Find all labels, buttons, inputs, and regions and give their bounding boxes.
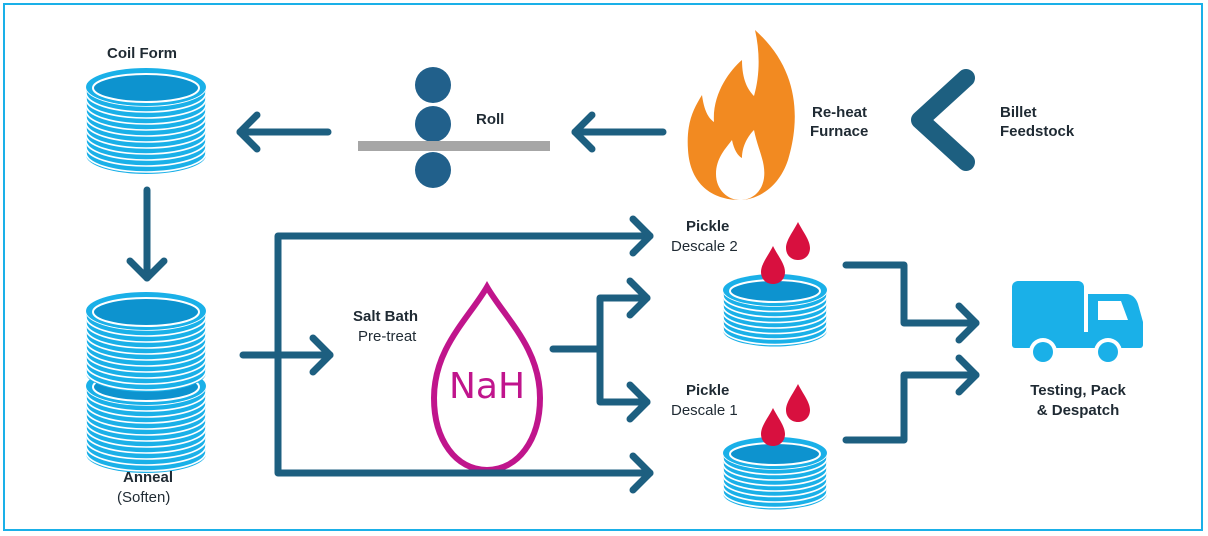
despatch-line2: & Despatch <box>1036 402 1120 419</box>
roll-title: Roll <box>476 111 505 128</box>
coil-form-title: Coil Form <box>107 45 177 62</box>
acid-drops-icon <box>761 222 810 446</box>
furnace-title: Re-heat <box>812 104 868 121</box>
arrow-pickle2-to-despatch <box>842 261 980 344</box>
anneal-subtitle: (Soften) <box>117 489 171 506</box>
arrow-anneal-branch <box>239 215 654 494</box>
flame-icon <box>687 30 795 200</box>
salt-drop-icon: NaH <box>430 281 544 474</box>
flow-arrows <box>126 111 980 494</box>
diagram-frame <box>3 3 1203 531</box>
salt-bath-title: Salt Bath <box>353 308 419 325</box>
arrow-pickle1-to-despatch <box>842 354 980 444</box>
pickle1-coil-icon <box>722 436 828 510</box>
pickle1-subtitle: Descale 1 <box>671 402 738 419</box>
roll-icon <box>358 67 550 188</box>
arrow-roll-to-coil <box>236 111 332 153</box>
pickle2-coil-icon <box>722 273 828 347</box>
arrow-coil-to-anneal <box>126 186 168 282</box>
anneal-coil-icon <box>85 291 207 473</box>
billet-chevron-icon <box>911 69 975 171</box>
arrow-furnace-to-roll <box>571 111 667 153</box>
anneal-title: Anneal <box>123 469 174 486</box>
despatch-line1: Testing, Pack <box>1030 382 1126 399</box>
arrow-salt-branch <box>549 277 651 423</box>
billet-subtitle: Feedstock <box>1000 123 1075 140</box>
salt-bath-subtitle: Pre-treat <box>358 328 417 345</box>
truck-icon <box>1012 281 1143 366</box>
pickle2-subtitle: Descale 2 <box>671 238 738 255</box>
billet-title: Billet <box>1000 104 1037 121</box>
salt-chem-label: NaH <box>449 366 525 407</box>
pickle2-title: Pickle <box>686 218 730 235</box>
coil-form-icon <box>85 67 207 174</box>
pickle1-title: Pickle <box>686 382 730 399</box>
furnace-subtitle: Furnace <box>810 123 869 140</box>
